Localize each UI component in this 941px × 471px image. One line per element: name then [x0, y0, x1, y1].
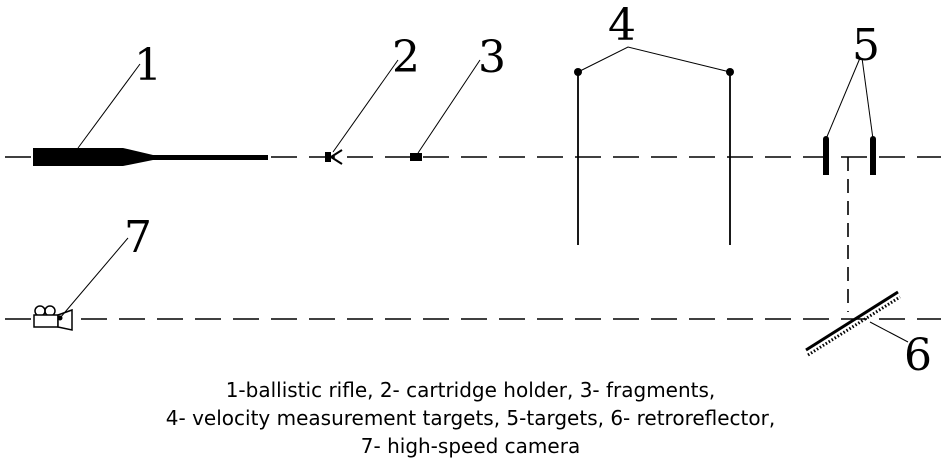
caption-line-1: 1-ballistic rifle, 2- cartridge holder, …	[225, 378, 716, 402]
caption-line-3: 7- high-speed camera	[360, 434, 581, 458]
leader-line-1	[77, 63, 141, 149]
caption-line-2: 4- velocity measurement targets, 5-targe…	[165, 406, 776, 430]
velocity-measurement-targets	[574, 68, 734, 245]
label-7: 7	[124, 212, 152, 263]
leader-line-3	[417, 59, 481, 154]
leader-line-5a	[825, 57, 861, 140]
leader-line-4	[577, 46, 731, 73]
camera-icon	[33, 305, 73, 331]
label-4: 4	[608, 0, 636, 51]
label-3: 3	[478, 32, 506, 83]
label-6: 6	[904, 330, 932, 381]
label-2: 2	[392, 32, 420, 83]
leader-line-5b	[861, 57, 874, 140]
cartridge-holder	[325, 149, 343, 165]
targets	[823, 136, 876, 175]
label-5: 5	[852, 20, 880, 71]
ballistic-rifle	[33, 148, 268, 166]
retroreflector	[805, 290, 901, 357]
label-1: 1	[134, 40, 162, 91]
leader-line-2	[332, 59, 399, 153]
fragment	[410, 153, 422, 161]
leader-line-6	[869, 321, 909, 343]
leader-line-7	[59, 237, 129, 319]
